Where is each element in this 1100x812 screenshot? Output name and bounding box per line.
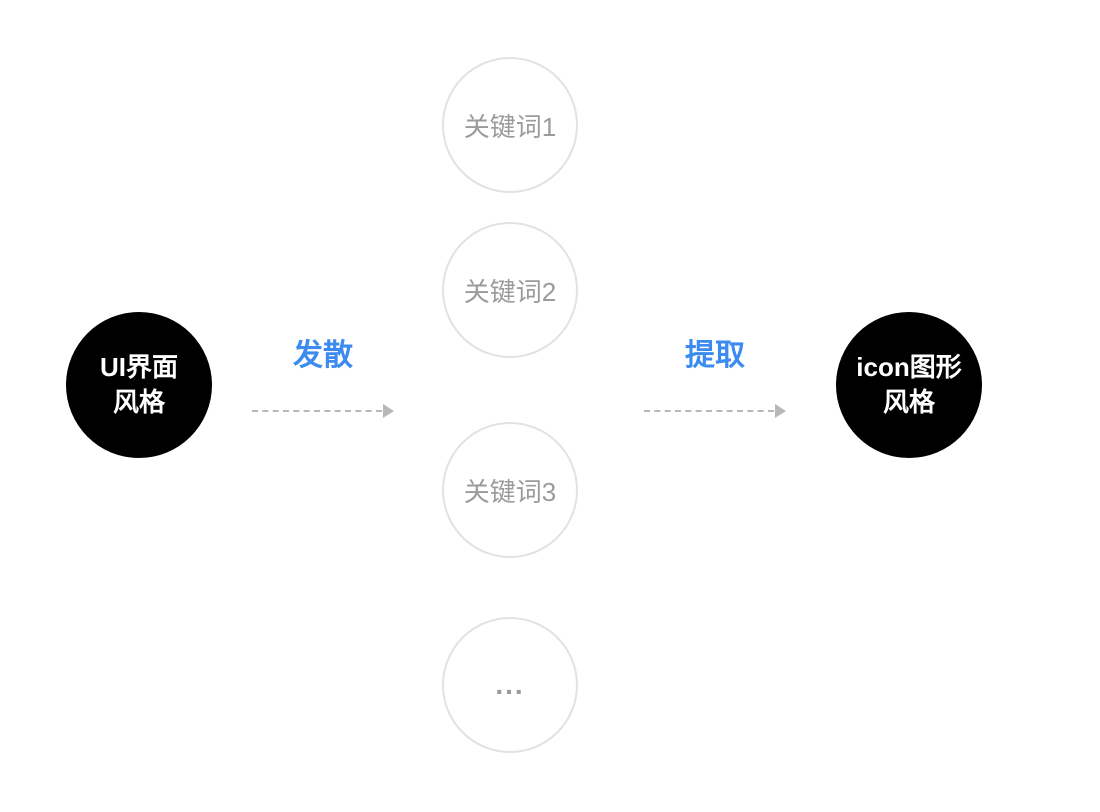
icon-style-node-line2: 风格: [882, 387, 935, 417]
arrow-right-icon: [383, 404, 394, 418]
keyword-circle-ellipsis: ...: [442, 617, 578, 753]
dashed-arrow: [252, 404, 394, 418]
ui-style-node-line1: UI界面: [99, 351, 178, 382]
ui-style-node-line2: 风格: [112, 387, 165, 417]
arrow-right-icon: [775, 404, 786, 418]
ui-style-node: UI界面 风格: [66, 312, 212, 458]
keyword-label-ellipsis: ...: [495, 669, 525, 700]
keyword-circle-3: 关键词3: [442, 422, 578, 558]
keyword-label-3: 关键词3: [463, 476, 557, 507]
dashed-line: [644, 410, 774, 412]
keyword-label-2: 关键词2: [463, 276, 557, 307]
dashed-arrow: [644, 404, 786, 418]
keyword-circle-1: 关键词1: [442, 57, 578, 193]
dashed-line: [252, 410, 382, 412]
extract-arrow-label: 提取: [685, 339, 745, 372]
extract-arrow-group: 提取: [644, 330, 786, 418]
icon-style-node-line1: icon图形: [856, 351, 962, 382]
icon-style-node: icon图形 风格: [836, 312, 982, 458]
keyword-circle-2: 关键词2: [442, 222, 578, 358]
diverge-arrow-group: 发散: [252, 330, 394, 418]
diverge-arrow-label: 发散: [293, 339, 353, 372]
keyword-label-1: 关键词1: [463, 111, 557, 142]
